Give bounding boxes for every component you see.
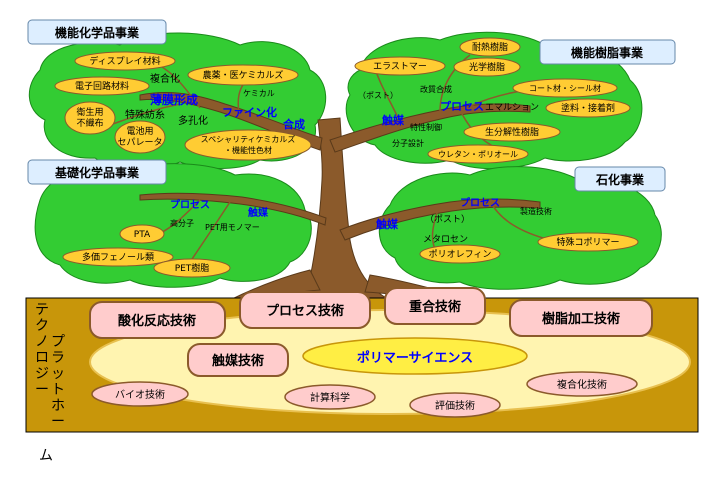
branch-bottom-left — [139, 192, 327, 226]
product-special-copoly: 特殊コポリマー — [556, 236, 619, 248]
product-pet: PET樹脂 — [175, 262, 210, 274]
svg-text:プ: プ — [51, 334, 65, 350]
tech-resin-processing: 樹脂加工技術 — [542, 311, 620, 327]
branch-label: 触媒 — [381, 113, 405, 127]
product-battery-2: セパレータ — [117, 137, 162, 148]
branch-label: 製造技術 — [520, 206, 552, 216]
branch-label: 高分子 — [170, 218, 194, 228]
trunk-and-branches — [139, 91, 541, 306]
division-functional-chem: 機能化学品事業 — [55, 25, 140, 40]
svg-text:ッ: ッ — [51, 366, 65, 382]
branch-label: プロセス — [440, 99, 484, 113]
product-specialty-1: スペシャリティケミカルズ — [201, 134, 296, 144]
branch-label: 触媒 — [375, 217, 399, 231]
svg-text:ロ: ロ — [35, 350, 49, 366]
tech-computational: 計算科学 — [310, 391, 350, 404]
svg-text:ジ: ジ — [35, 366, 49, 382]
branch-label: 複合化 — [150, 72, 180, 85]
branch-label: （ポスト） — [425, 214, 470, 225]
product-paint: 塗料・接着剤 — [561, 102, 615, 114]
product-specialty-2: ・機能性色材 — [224, 145, 272, 155]
tech-process: プロセス技術 — [266, 303, 344, 319]
product-coat: コート材・シール材 — [529, 83, 601, 93]
branch-bottom-right — [339, 198, 541, 241]
branch-label: 多孔化 — [178, 114, 208, 127]
product-biodeg: 生分解性樹脂 — [485, 126, 539, 138]
svg-text:ク: ク — [35, 318, 49, 334]
svg-text:ホ: ホ — [51, 398, 65, 414]
product-optical-resin: 光学樹脂 — [469, 61, 505, 73]
tech-catalyst: 触媒技術 — [211, 353, 264, 369]
branch-top-left — [139, 91, 323, 151]
branch-labels: 複合化 薄膜形成 特殊紡糸 多孔化 ファイン化 合成 ケミカル （ポスト） 触媒… — [125, 72, 552, 245]
tech-polymerization: 重合技術 — [409, 299, 461, 315]
svg-text:ム: ム — [39, 448, 53, 464]
product-polyolefin: ポリオレフィン — [429, 249, 492, 260]
branch-label: 特殊紡糸 — [125, 108, 165, 121]
branch-top-right — [329, 103, 531, 153]
product-hygiene-1: 衛生用 — [76, 106, 103, 118]
branch-label: 特性制御 — [410, 122, 442, 132]
branch-label: エマルション — [485, 103, 539, 113]
svg-text:ト: ト — [51, 382, 65, 398]
branch-label: 改質合成 — [420, 84, 452, 94]
polymer-science-label: ポリマーサイエンス — [357, 350, 473, 366]
branch-label: 合成 — [283, 117, 305, 131]
svg-text:ー: ー — [35, 382, 49, 398]
platform-vertical-label: テ ク ノ ロ ジ ー プ ラ ッ ト ホ ー ム — [35, 302, 65, 464]
branch-label: ケミカル — [243, 89, 275, 98]
division-functional-resin: 機能樹脂事業 — [571, 45, 644, 60]
product-pta: PTA — [134, 230, 151, 240]
technology-platform: ポリマーサイエンス テ ク ノ ロ ジ ー プ ラ ッ ト ホ ー ム 酸化反応… — [25, 287, 699, 464]
branch-label: ファイン化 — [222, 105, 277, 119]
branch-label: プロセス — [170, 198, 210, 211]
branch-label: 薄膜形成 — [150, 92, 198, 107]
tech-bio: バイオ技術 — [115, 388, 165, 401]
svg-text:ラ: ラ — [51, 350, 65, 366]
branch-label: 触媒 — [247, 206, 269, 219]
product-phenols: 多価フェノール類 — [82, 251, 154, 263]
branch-label: 分子設計 — [392, 138, 424, 148]
product-ovals: ディスプレイ材料 電子回路材料 衛生用 不織布 電池用 セパレータ 農薬・医ケミ… — [54, 37, 639, 278]
tech-evaluation: 評価技術 — [435, 399, 475, 412]
branch-label: プロセス — [460, 196, 500, 209]
product-electronic: 電子回路材料 — [75, 80, 129, 92]
tech-composite: 複合化技術 — [557, 378, 607, 391]
product-elastomer: エラストマー — [373, 61, 427, 72]
svg-text:テ: テ — [35, 302, 49, 318]
product-hygiene-2: 不織布 — [76, 117, 103, 129]
product-urethane: ウレタン・ポリオール — [438, 150, 518, 159]
tech-oxidation: 酸化反応技術 — [118, 313, 196, 329]
branch-label: メタロセン — [423, 234, 468, 245]
svg-text:ー: ー — [51, 414, 65, 430]
branch-label: PET用モノマー — [205, 223, 260, 232]
product-agrochem: 農薬・医ケミカルズ — [203, 69, 284, 81]
branch-label: （ポスト） — [358, 91, 398, 100]
svg-text:ノ: ノ — [35, 334, 49, 350]
product-heat-resin: 耐熱樹脂 — [472, 41, 508, 53]
product-display: ディスプレイ材料 — [89, 55, 160, 67]
division-petrochem: 石化事業 — [595, 172, 645, 187]
division-basic-chem: 基礎化学品事業 — [54, 165, 140, 180]
division-labels: 機能化学品事業 機能樹脂事業 基礎化学品事業 石化事業 — [27, 19, 676, 192]
product-battery-1: 電池用 — [126, 125, 153, 137]
trunk — [304, 117, 391, 301]
